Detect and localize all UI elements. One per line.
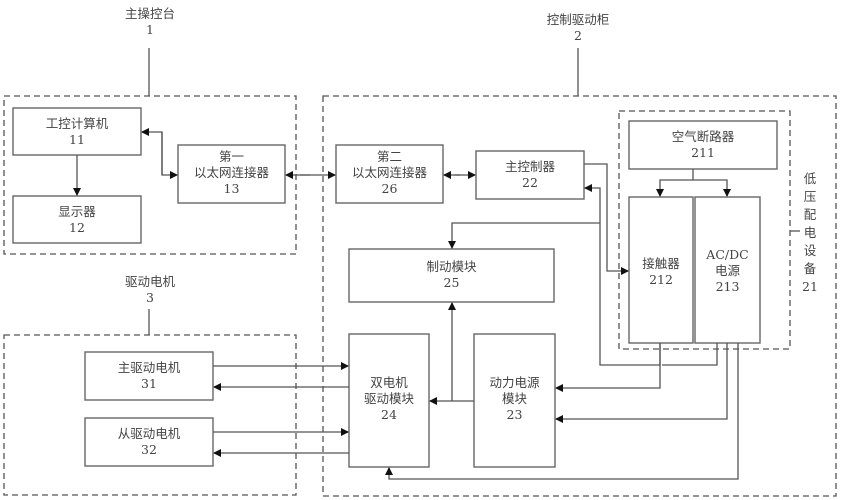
wire-contactor-power1 (555, 343, 661, 392)
mainctrl-num: 22 (522, 175, 538, 190)
acdc-box (694, 196, 761, 344)
mainmotor-name: 主驱动电机 (117, 360, 181, 375)
powersupply-label: 动力电源 模块 23 (474, 375, 555, 423)
breaker-name: 空气断路器 (671, 129, 735, 144)
eth1-num: 13 (223, 181, 240, 196)
ipc-label: 工控计算机 11 (13, 116, 141, 148)
dualdrive-box (348, 333, 430, 468)
lowvoltage-num: 21 (802, 279, 818, 294)
lowvoltage-char: 配 (803, 207, 817, 222)
slavemotor-box (84, 417, 214, 467)
wire-mainctrl-brake (448, 222, 600, 249)
eth2-line1: 第二 (376, 149, 402, 164)
cabinet-group (322, 95, 837, 497)
motors-group (3, 334, 297, 496)
ipc-name: 工控计算机 (45, 116, 109, 131)
lowvoltage-char: 压 (803, 189, 817, 204)
dualdrive-line1: 双电机 (370, 375, 408, 390)
eth2-line2: 以太网连接器 (351, 165, 427, 180)
wire-acdc-contactor-loop (662, 343, 718, 366)
contactor-name: 接触器 (642, 256, 680, 271)
motors-name: 驱动电机 (124, 274, 175, 289)
wire-acdc-dualdrive (385, 343, 739, 480)
motors-num: 3 (146, 290, 154, 305)
display-name: 显示器 (58, 204, 96, 219)
brake-num: 25 (443, 275, 460, 290)
contactor-num: 212 (649, 272, 673, 287)
wire-mainctrl-contactor (584, 163, 629, 275)
powersupply-box (473, 333, 556, 468)
console-num: 1 (146, 22, 154, 37)
display-label: 显示器 12 (13, 204, 141, 236)
breaker-label: 空气断路器 211 (629, 129, 777, 161)
breaker-box (628, 120, 778, 170)
acdc-label: AC/DC 电源 213 (695, 247, 760, 295)
eth1-label: 第一 以太网连接器 13 (178, 149, 285, 197)
slavemotor-label: 从驱动电机 32 (85, 426, 213, 458)
powersupply-line1: 动力电源 (489, 375, 540, 390)
wire-acdc-power2 (555, 343, 728, 423)
acdc-line2: 电源 (714, 263, 740, 278)
mainctrl-label: 主控制器 22 (476, 159, 584, 191)
brake-name: 制动模块 (426, 259, 477, 274)
wire-breaker-contactor (656, 179, 693, 197)
eth2-label: 第二 以太网连接器 26 (336, 149, 443, 197)
wire-eth1-ipc (161, 132, 178, 179)
ipc-num: 11 (69, 132, 85, 147)
eth1-line2: 以太网连接器 (193, 165, 269, 180)
dualdrive-line2: 驱动模块 (363, 391, 414, 406)
acdc-num: 213 (715, 279, 740, 294)
lowvoltage-char: 设 (803, 243, 817, 258)
console-name: 主操控台 (124, 6, 175, 21)
cabinet-num: 2 (574, 28, 582, 43)
mainmotor-box (84, 351, 214, 401)
acdc-line1: AC/DC (706, 247, 749, 262)
lowvoltage-char: 备 (803, 261, 817, 276)
lowvoltage-char: 电 (803, 225, 817, 240)
dualdrive-num: 24 (381, 407, 397, 422)
mainmotor-label: 主驱动电机 31 (85, 360, 213, 392)
dualdrive-label: 双电机 驱动模块 24 (349, 375, 429, 423)
mainmotor-num: 31 (141, 376, 157, 391)
brake-label: 制动模块 25 (349, 259, 554, 291)
contactor-box (628, 196, 694, 344)
mainctrl-name: 主控制器 (504, 159, 555, 174)
mainctrl-box (475, 150, 585, 200)
lowvoltage-label: 低 压 配 电 设 备 21 (801, 170, 819, 296)
slavemotor-num: 32 (141, 442, 157, 457)
breaker-num: 211 (691, 145, 715, 160)
motors-label: 驱动电机 3 (110, 274, 190, 306)
wire-breaker-acdc (693, 179, 731, 197)
display-box (12, 195, 142, 244)
powersupply-line2: 模块 (501, 391, 527, 406)
console-label: 主操控台 1 (110, 6, 190, 38)
brake-box (348, 248, 555, 303)
lowvoltage-group (618, 110, 791, 350)
lowvoltage-char: 低 (803, 171, 817, 186)
cabinet-name: 控制驱动柜 (546, 12, 610, 27)
slavemotor-name: 从驱动电机 (117, 426, 181, 441)
eth1-line1: 第一 (218, 149, 244, 164)
eth2-num: 26 (381, 181, 398, 196)
wire-ipc-eth1 (141, 128, 163, 175)
cabinet-label: 控制驱动柜 2 (530, 12, 626, 44)
contactor-label: 接触器 212 (629, 256, 693, 288)
display-num: 12 (69, 220, 85, 235)
ipc-box (12, 107, 142, 156)
powersupply-num: 23 (506, 407, 523, 422)
